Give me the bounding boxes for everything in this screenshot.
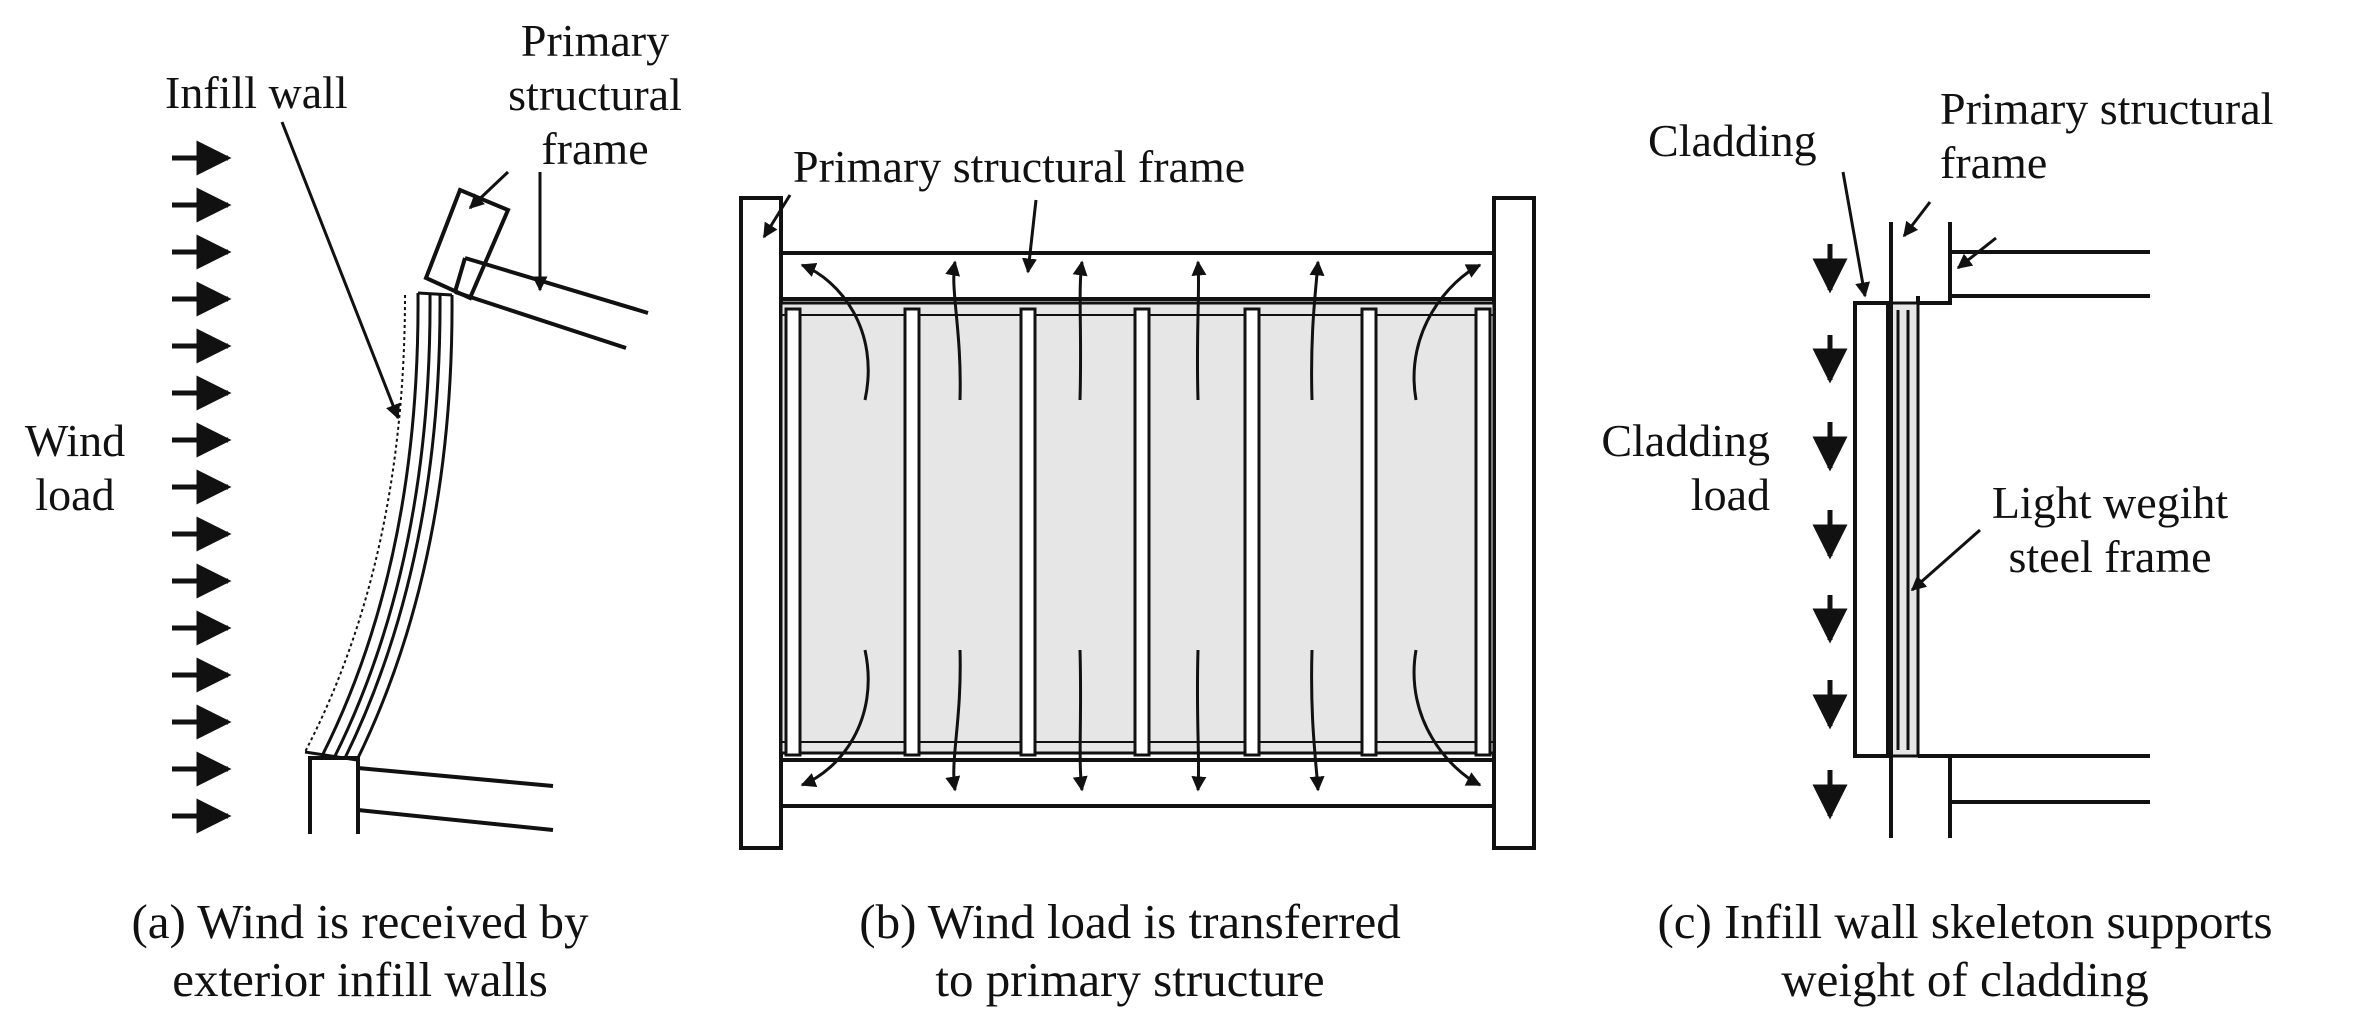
frame-leader-b1 xyxy=(762,194,792,239)
frame-label-c-line1: Primary structural xyxy=(1940,83,2274,134)
panel-a-diagram xyxy=(172,121,649,834)
frame-label-a: Primary structural frame xyxy=(460,14,730,176)
caption-b-line2: to primary structure xyxy=(935,952,1325,1007)
wind-load-label: Wind load xyxy=(10,414,140,522)
frame-label-a-line3: frame xyxy=(541,123,649,174)
top-beam xyxy=(779,251,1496,301)
frame-label-c-line2: frame xyxy=(1940,137,2048,188)
load-arrows-top xyxy=(800,260,1482,401)
frame-leader-c1 xyxy=(1902,201,1932,238)
top-floor-beam xyxy=(423,187,649,350)
caption-a-line2: exterior infill walls xyxy=(172,952,548,1007)
frame-label-a-line1: Primary xyxy=(520,15,670,66)
frame-label-c: Primary structural frame xyxy=(1940,82,2273,190)
top-slab xyxy=(1916,222,2150,305)
bottom-beam xyxy=(779,758,1496,808)
panel-c-diagram xyxy=(1812,171,2150,838)
cladding-load-label: Cladding load xyxy=(1560,414,1770,522)
caption-a-line1: (a) Wind is received by xyxy=(131,894,589,949)
steel-label-line2: steel frame xyxy=(2008,531,2212,582)
steel-label-line1: Light wegiht xyxy=(1991,477,2229,528)
infill-wall-leader xyxy=(280,121,401,420)
steel-frame-leader xyxy=(1910,528,1981,592)
caption-a: (a) Wind is received by exterior infill … xyxy=(40,893,680,1009)
caption-b: (b) Wind load is transferred to primary … xyxy=(740,893,1520,1009)
infill-wall-label: Infill wall xyxy=(165,67,348,118)
caption-c-line1: (c) Infill wall skeleton supports xyxy=(1657,894,2273,949)
caption-c-line2: weight of cladding xyxy=(1781,952,2149,1007)
bottom-slab xyxy=(1918,754,2150,838)
steel-studs xyxy=(784,307,1492,757)
panel-b-diagram xyxy=(739,194,1536,850)
frame-leader-c2 xyxy=(1956,236,1997,270)
wind-label-line2: load xyxy=(35,469,115,520)
bottom-floor-beam xyxy=(308,756,554,834)
wind-arrows xyxy=(172,140,232,834)
cladding-load-line1: Cladding xyxy=(1601,415,1770,466)
right-column xyxy=(1492,196,1536,850)
caption-c: (c) Infill wall skeleton supports weight… xyxy=(1575,893,2355,1009)
wind-label-line1: Wind xyxy=(24,415,126,466)
frame-leader-a1 xyxy=(468,170,510,210)
steel-frame-label: Light wegiht steel frame xyxy=(1960,476,2260,584)
load-arrows-bottom xyxy=(800,649,1482,792)
cladding-panel xyxy=(1853,301,1890,758)
cladding-label: Cladding xyxy=(1648,115,1817,166)
frame-label-b: Primary structural frame xyxy=(793,141,1246,192)
caption-b-line1: (b) Wind load is transferred xyxy=(859,894,1401,949)
frame-label-a-line2: structural xyxy=(508,69,682,120)
cladding-leader xyxy=(1841,171,1871,298)
curved-infill-wall xyxy=(304,291,454,762)
frame-leader-b2 xyxy=(1022,199,1038,274)
left-column xyxy=(739,196,783,850)
cladding-load-line2: load xyxy=(1690,469,1770,520)
